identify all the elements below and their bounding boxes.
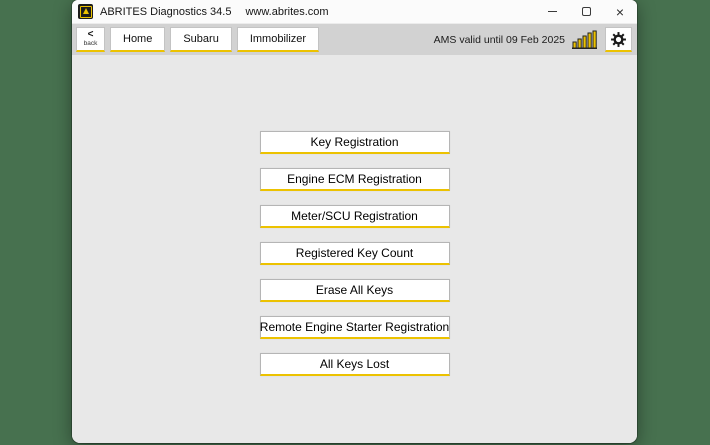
toolbar: < back Home Subaru Immobilizer AMS valid… [72, 24, 637, 55]
menu-button-key-registration[interactable]: Key Registration [259, 131, 450, 154]
minimize-icon [547, 11, 557, 12]
nav-button-home[interactable]: Home [110, 27, 166, 52]
menu-button-meter-scu-registration[interactable]: Meter/SCU Registration [259, 205, 450, 228]
abrites-logo-a-mark [82, 8, 89, 14]
menu-button-label: Erase All Keys [315, 283, 394, 297]
nav-button-label: Subaru [183, 33, 219, 45]
app-website: www.abrites.com [245, 5, 329, 18]
menu-button-label: Meter/SCU Registration [291, 209, 418, 223]
back-button-label: back [83, 40, 98, 48]
title-bar[interactable]: ABRITES Diagnostics 34.5 www.abrites.com… [72, 0, 637, 24]
license-status-text: AMS valid until 09 Feb 2025 [433, 33, 565, 46]
nav-button-subaru[interactable]: Subaru [170, 27, 232, 52]
nav-button-label: Immobilizer [249, 33, 307, 45]
menu-button-remote-engine-starter-registration[interactable]: Remote Engine Starter Registration [259, 316, 450, 339]
menu-button-erase-all-keys[interactable]: Erase All Keys [259, 279, 450, 302]
menu-button-label: Remote Engine Starter Registration [259, 320, 450, 334]
back-button[interactable]: < back [76, 27, 105, 52]
maximize-icon [581, 7, 591, 16]
menu-button-registered-key-count[interactable]: Registered Key Count [259, 242, 450, 265]
close-icon: × [615, 3, 625, 20]
window-controls: × [535, 0, 637, 23]
abrites-logo-frame [79, 5, 92, 18]
menu-button-all-keys-lost[interactable]: All Keys Lost [259, 353, 450, 376]
toolbar-right-group: AMS valid until 09 Feb 2025 [434, 27, 632, 52]
minimize-button[interactable] [535, 0, 569, 23]
menu-button-label: Registered Key Count [295, 246, 414, 260]
gear-icon [611, 31, 626, 47]
signal-bars-icon [572, 30, 597, 49]
back-chevron-icon: < [87, 29, 94, 41]
menu-button-label: Key Registration [310, 135, 399, 149]
nav-button-immobilizer[interactable]: Immobilizer [236, 27, 320, 52]
menu-button-label: All Keys Lost [319, 357, 390, 371]
menu-button-label: Engine ECM Registration [287, 172, 422, 186]
immobilizer-menu: Key Registration Engine ECM Registration… [72, 55, 637, 443]
abrites-diagnostics-window: ABRITES Diagnostics 34.5 www.abrites.com… [72, 0, 637, 443]
app-title: ABRITES Diagnostics 34.5 [100, 5, 232, 18]
window-title: ABRITES Diagnostics 34.5 www.abrites.com [100, 6, 329, 18]
abrites-logo-icon [78, 4, 93, 19]
menu-button-engine-ecm-registration[interactable]: Engine ECM Registration [259, 168, 450, 191]
settings-button[interactable] [605, 27, 632, 52]
nav-button-label: Home [123, 33, 153, 45]
close-button[interactable]: × [603, 0, 637, 23]
maximize-button[interactable] [569, 0, 603, 23]
